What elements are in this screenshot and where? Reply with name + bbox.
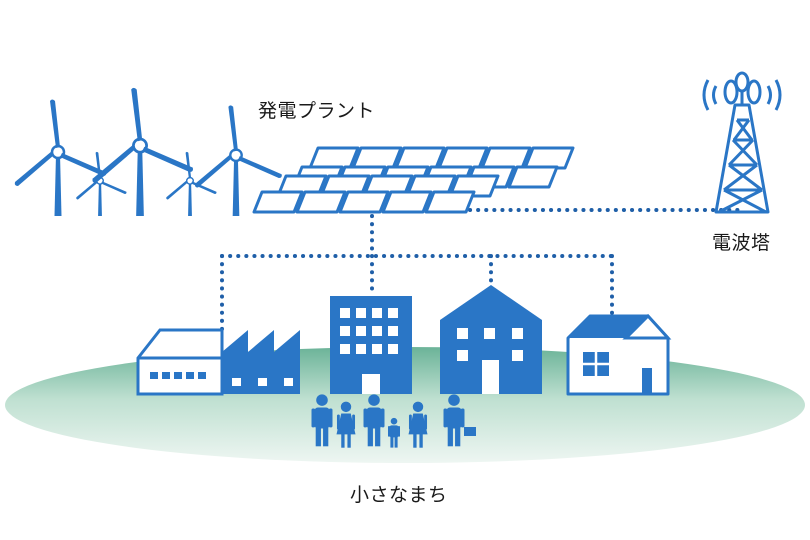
radio-tower-icon (702, 71, 782, 214)
large-house-icon (440, 285, 542, 394)
solar-panel-array (252, 146, 575, 214)
small-town-label: 小さなまち (350, 484, 448, 506)
factory-icon (136, 328, 300, 396)
wind-turbines (13, 86, 283, 218)
connection-lines (220, 208, 744, 332)
small-house-icon (566, 313, 672, 396)
wind-turbine-icon (91, 86, 195, 218)
wind-turbine-icon (13, 98, 108, 218)
people-group-icon (311, 394, 476, 448)
radio-tower-label: 電波塔 (712, 232, 771, 254)
power-plant-label: 発電プラント (258, 100, 376, 122)
office-building-icon (330, 296, 412, 394)
